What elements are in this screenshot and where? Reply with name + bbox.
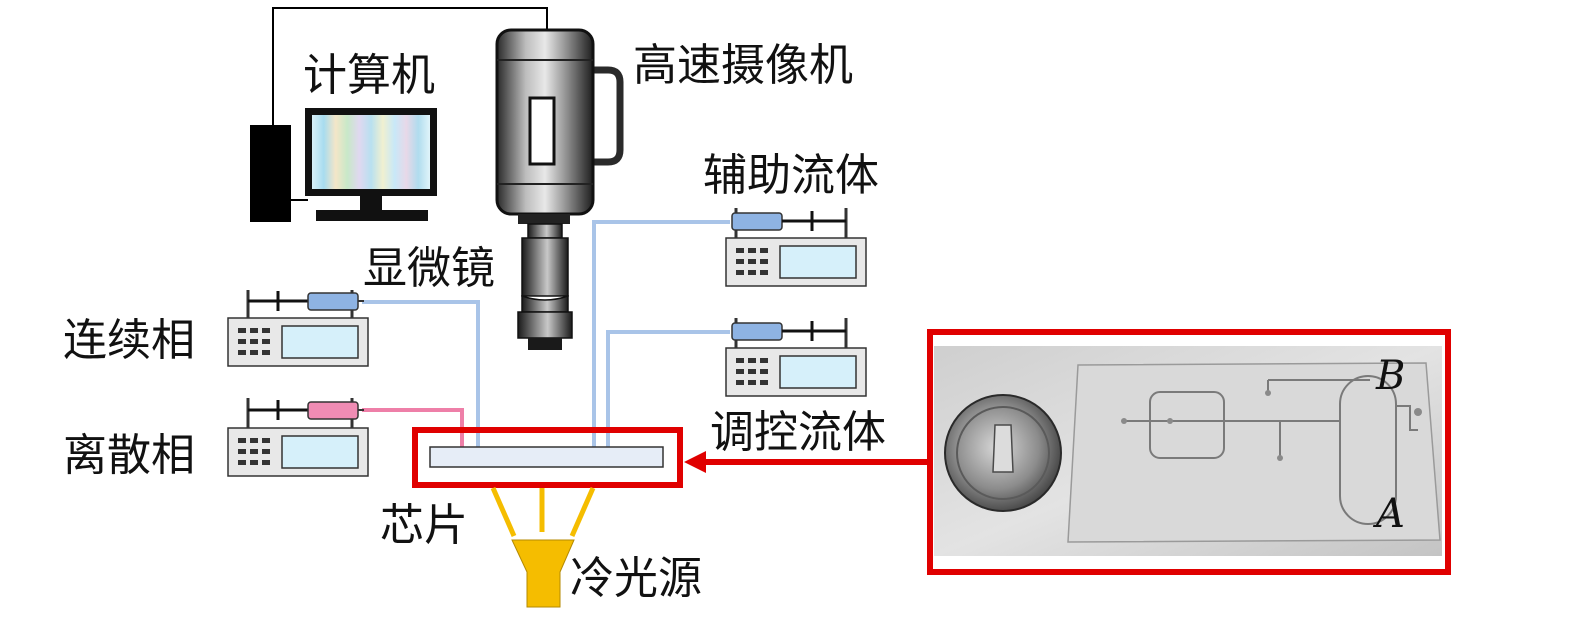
tube-continuous-phase	[362, 300, 480, 450]
chip-assembly	[412, 427, 683, 488]
syringe-control	[731, 322, 783, 341]
pump-dispersed-phase	[227, 398, 369, 477]
pump-auxiliary-fluid	[725, 208, 867, 287]
syringe-continuous	[307, 292, 359, 311]
label-control-fluid: 调控流体	[710, 407, 886, 458]
label-dispersed-phase: 离散相	[63, 430, 195, 481]
label-continuous-phase: 连续相	[63, 315, 195, 366]
photo-channels	[1124, 375, 1418, 525]
computer	[250, 108, 437, 222]
pump-control-fluid	[725, 318, 867, 397]
chip-highlight-box	[412, 427, 683, 488]
label-microscope: 显微镜	[363, 243, 495, 294]
chip	[429, 446, 664, 468]
label-cold-light-source: 冷光源	[570, 553, 702, 604]
photo-frame	[927, 329, 1451, 575]
chip-photo	[927, 329, 1451, 575]
tube-dispersed-phase	[362, 408, 464, 450]
camera-cable	[272, 7, 548, 128]
syringe-auxiliary	[731, 212, 783, 231]
tube-auxiliary-fluid	[592, 220, 730, 450]
microscope	[517, 223, 573, 350]
label-chip: 芯片	[380, 500, 468, 551]
label-auxiliary-fluid: 辅助流体	[703, 150, 879, 201]
camera-window	[528, 96, 556, 166]
monitor-screen	[312, 115, 430, 189]
labels: 计算机 高速摄像机 辅助流体 显微镜 连续相 离散相 调控流体 芯片 冷光源 B…	[63, 40, 1405, 604]
monitor-stand	[360, 196, 382, 210]
syringe-dispersed	[307, 401, 359, 420]
photo-glass-chip	[1067, 362, 1441, 543]
tubing	[362, 220, 730, 450]
light-source-lamp	[511, 539, 575, 608]
photo-coin	[944, 394, 1062, 512]
cold-light-source	[490, 486, 596, 608]
camera-handle	[588, 66, 624, 166]
pump-continuous-phase	[227, 290, 369, 367]
arrow-photo-to-chip	[684, 451, 928, 473]
label-high-speed-camera: 高速摄像机	[633, 40, 853, 91]
label-computer: 计算机	[303, 50, 435, 101]
pc-tower	[250, 125, 291, 222]
cables	[272, 7, 548, 201]
photo-label-a: A	[1372, 491, 1405, 537]
photo-label-b: B	[1375, 353, 1405, 399]
high-speed-camera	[495, 28, 624, 224]
tube-control-fluid	[606, 330, 730, 450]
monitor-base	[316, 210, 428, 221]
